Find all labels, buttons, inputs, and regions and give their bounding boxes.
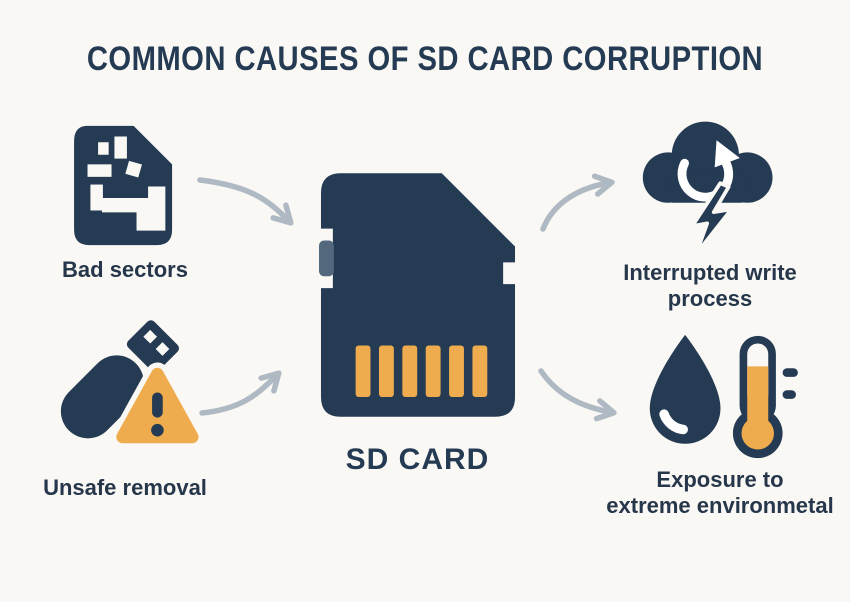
cause-label-extreme-environment: Exposure to extreme environmetal	[606, 467, 834, 518]
usb-drive-warning-icon	[60, 320, 203, 449]
arrow-unsafe-to-sdcard	[199, 370, 282, 416]
water-drop-thermometer-icon	[649, 334, 798, 459]
thermometer	[732, 335, 798, 459]
contact-pins	[355, 345, 487, 397]
cause-bad-sectors: Bad sectors	[50, 124, 200, 283]
sd-card-label: SD CARD	[345, 443, 490, 476]
cause-label-unsafe-removal: Unsafe removal	[43, 475, 207, 500]
arrow-badsectors-to-sdcard	[197, 177, 294, 226]
cause-label-interrupted-write: Interrupted write process	[623, 260, 797, 311]
cause-unsafe-removal: Unsafe removal	[40, 318, 210, 501]
arrow-sdcard-to-cloud	[540, 173, 615, 232]
cloud-sync-lightning-icon	[642, 121, 773, 256]
arrow-sdcard-to-env	[538, 368, 617, 422]
cause-interrupted-write: Interrupted write process	[615, 116, 805, 312]
lock-switch	[318, 240, 334, 277]
bad-sectors-card-icon	[74, 125, 173, 246]
cause-extreme-environment: Exposure to extreme environmetal	[600, 332, 840, 519]
sd-card-icon	[318, 173, 515, 417]
sd-card-node: SD CARD	[310, 171, 525, 476]
page-title: COMMON CAUSES OF SD CARD CORRUPTION	[86, 40, 764, 78]
cause-label-bad-sectors: Bad sectors	[62, 257, 188, 282]
